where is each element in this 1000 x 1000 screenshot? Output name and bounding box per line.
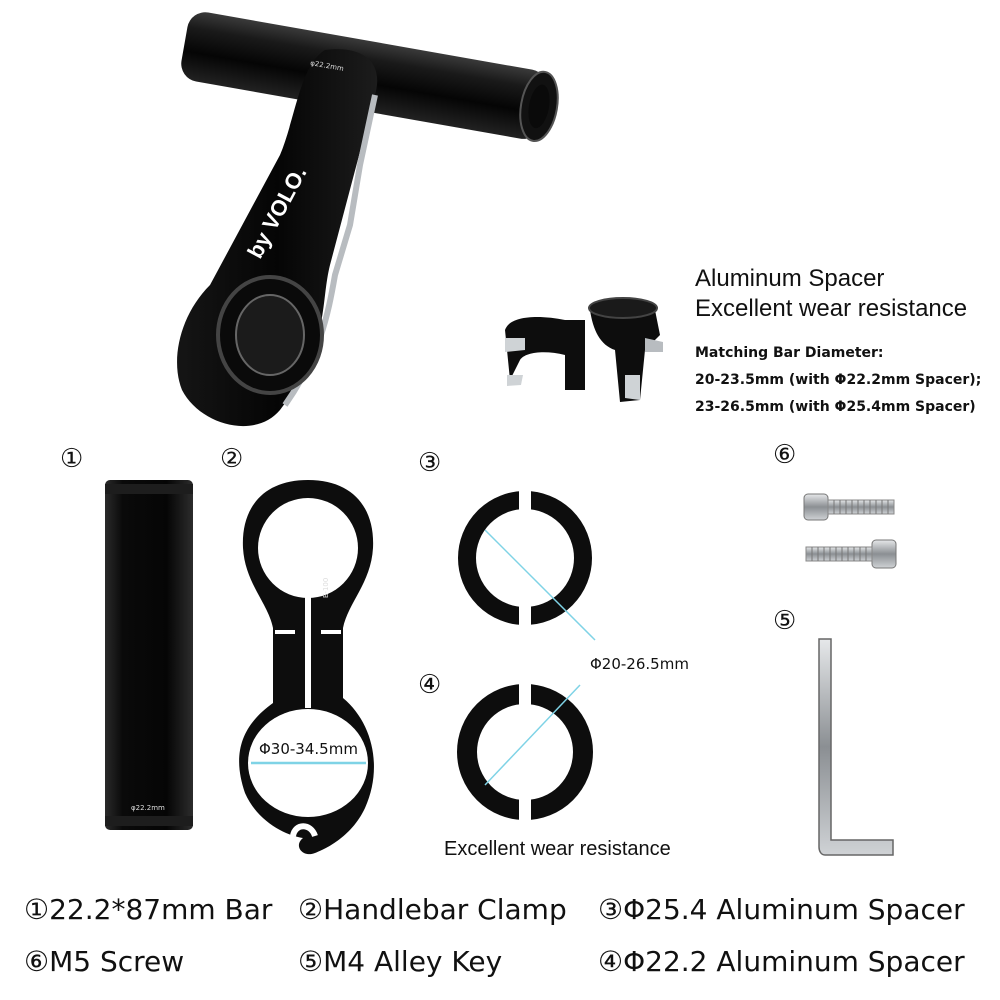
bar-marking: φ22.2mm <box>131 804 165 812</box>
part-number-3: ③ <box>418 448 442 478</box>
part-number-1: ① <box>60 444 84 474</box>
spec-line-2: 23-26.5mm (with Φ25.4mm Spacer) <box>695 399 976 415</box>
clamp-marking: E-100 <box>322 578 330 598</box>
m5-screws-image <box>803 493 897 569</box>
spacer-ring-3 <box>458 491 592 625</box>
legend-item-3: ③Φ25.4 Aluminum Spacer <box>598 893 965 926</box>
spacer-ring-4 <box>457 684 593 820</box>
wear-resistance-caption: Excellent wear resistance <box>444 838 671 860</box>
m4-allen-key-image <box>818 638 894 856</box>
matching-diameter-label: Matching Bar Diameter: <box>695 345 884 361</box>
spacer-title-line2: Excellent wear resistance <box>695 295 968 322</box>
legend-item-6: ⑥M5 Screw <box>24 945 185 978</box>
bar-tube-image: φ22.2mm <box>105 480 193 830</box>
spec-line-1: 20-23.5mm (with Φ22.2mm Spacer); <box>695 372 982 388</box>
part-number-5: ⑤ <box>773 606 797 636</box>
part-number-2: ② <box>220 444 244 474</box>
legend-item-1: ①22.2*87mm Bar <box>24 893 273 926</box>
clamp-dimension-label: Φ30-34.5mm <box>259 740 358 758</box>
spacer-rings-image <box>457 490 596 820</box>
spacer-dimension-label: Φ20-26.5mm <box>590 655 689 673</box>
spacer-pair-image <box>505 297 663 402</box>
legend-item-5: ⑤M4 Alley Key <box>298 945 503 978</box>
assembled-extender-image: by VOLO. φ22.2mm <box>177 12 559 427</box>
spacer-title-line1: Aluminum Spacer <box>695 265 885 292</box>
legend-item-4: ④Φ22.2 Aluminum Spacer <box>598 945 965 978</box>
part-number-4: ④ <box>418 670 442 700</box>
legend-item-2: ②Handlebar Clamp <box>298 893 567 926</box>
part-number-6: ⑥ <box>773 440 797 470</box>
handlebar-clamp-image: E-100 <box>239 480 374 855</box>
